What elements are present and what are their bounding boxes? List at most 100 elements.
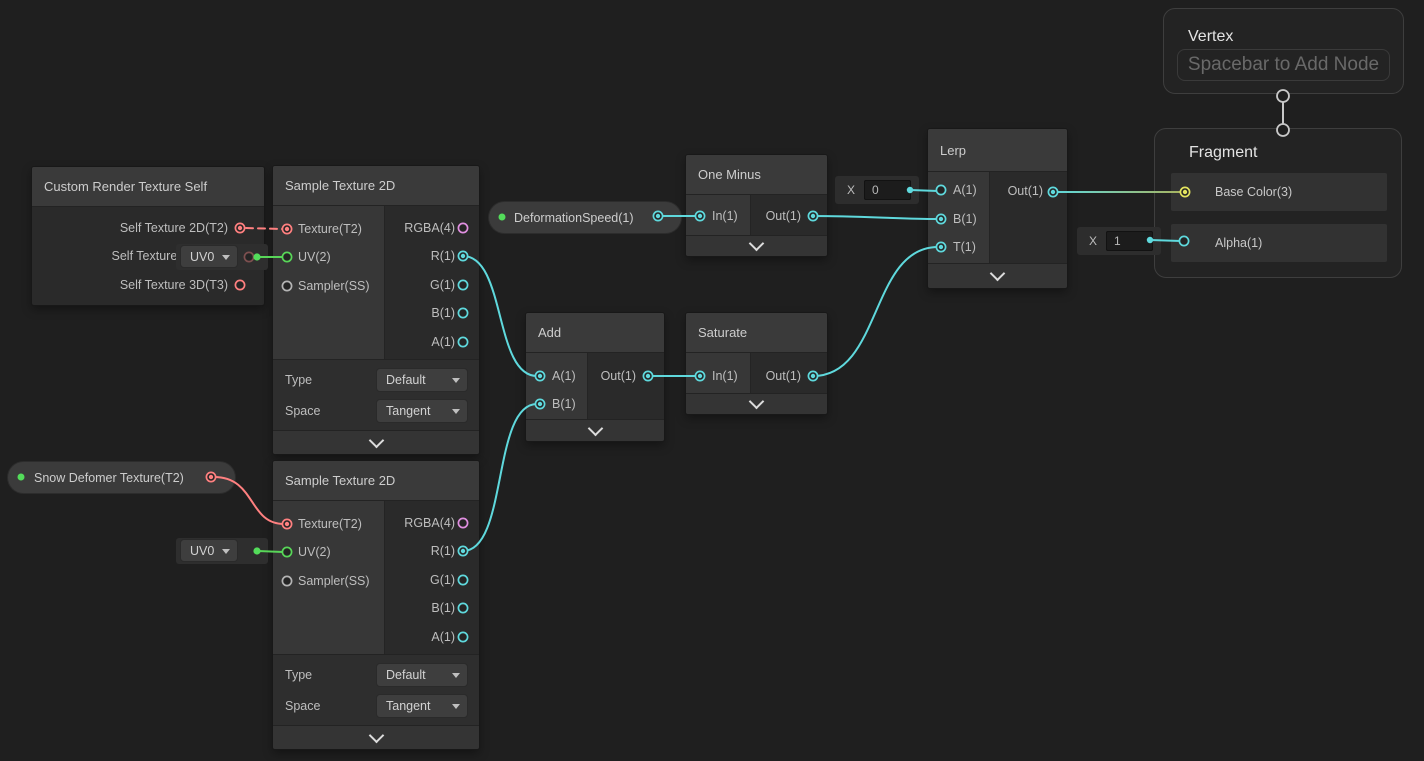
collapse-bar[interactable] [686,235,827,256]
port-label-r: R(1) [430,544,455,558]
node-title-label: Sample Texture 2D [285,178,396,193]
port-label-out: Out(1) [600,369,636,383]
node-title: Lerp [928,129,1067,172]
property-node-snow-deformer-texture[interactable]: Snow Defomer Texture(T2) [8,462,235,493]
port-label-alpha: Alpha(1) [1215,236,1263,250]
port-label-self-texture-3d: Self Texture 3D(T3) [119,278,228,292]
dropdown-arrow-icon [222,548,230,554]
type-dropdown[interactable]: Default [377,369,467,391]
node-title: Sample Texture 2D [273,461,479,501]
collapse-bar[interactable] [928,263,1067,288]
x-label: X [1089,234,1098,248]
node-add[interactable]: Add A(1) B(1) Out(1) [526,313,664,441]
node-title-label: Custom Render Texture Self [44,179,208,194]
property-node-deformation-speed[interactable]: DeformationSpeed(1) [489,202,681,233]
port-label-a: A(1) [953,183,977,197]
uv-channel-widget-top: UV0 [176,244,268,270]
collapse-bar[interactable] [273,725,479,749]
node-title: Saturate [686,313,827,353]
control-label-type: Type [285,668,313,682]
port-label-rgba: RGBA(4) [404,221,455,235]
x-label: X [847,183,856,197]
port-label-r: R(1) [430,249,455,263]
edge-oneminus-to-lerp-b[interactable] [812,215,939,220]
control-label-space: Space [285,699,321,713]
node-one-minus[interactable]: One Minus In(1) Out(1) [686,155,827,256]
dropdown-arrow-icon [452,378,460,383]
uv-channel-dropdown[interactable]: UV0 [181,540,237,561]
space-dropdown[interactable]: Tangent [377,695,467,717]
port-label-g: G(1) [430,573,455,587]
alpha-value-text: 1 [1114,234,1121,248]
node-custom-render-texture-self[interactable]: Custom Render Texture Self Self Texture … [32,167,264,305]
lerp-a-value-text: 0 [872,183,879,197]
uv-channel-dropdown[interactable]: UV0 [181,246,237,267]
property-label: Snow Defomer Texture(T2) [34,470,184,485]
vertex-context-title: Vertex [1188,28,1234,45]
node-sample-texture-2d-top[interactable]: Sample Texture 2D Texture(T2) UV(2) Samp… [273,166,479,454]
node-title-label: Saturate [698,325,748,340]
port-label-a: A(1) [431,630,455,644]
fragment-context-block[interactable]: Fragment Base Color(3) Alpha(1) [1154,128,1402,278]
edge-saturate-to-lerp-t[interactable] [812,246,939,377]
space-dropdown[interactable]: Tangent [377,400,467,422]
node-title: Sample Texture 2D [273,166,479,206]
collapse-bar[interactable] [526,419,664,441]
port-label-out: Out(1) [1007,184,1043,198]
alpha-default-value: X 1 [1077,227,1161,255]
port-label-b: B(1) [953,212,977,226]
space-dropdown-value: Tangent [386,404,431,418]
property-label: DeformationSpeed(1) [514,210,634,225]
collapse-chevron-icon[interactable] [748,235,765,252]
type-dropdown-value: Default [386,668,426,682]
node-sample-texture-2d-bottom[interactable]: Sample Texture 2D Texture(T2) UV(2) Samp… [273,461,479,749]
input-column [686,353,751,394]
type-dropdown-value: Default [386,373,426,387]
uv-channel-value: UV0 [190,249,215,264]
port-label-b: B(1) [431,306,455,320]
fragment-port-base-color[interactable]: Base Color(3) [1171,173,1387,211]
dropdown-arrow-icon [452,704,460,709]
port-label-b: B(1) [552,397,576,411]
fragment-port-alpha[interactable]: Alpha(1) [1171,224,1387,262]
collapse-chevron-icon[interactable] [748,393,765,410]
node-title-label: Add [538,325,562,340]
node-title-label: One Minus [698,167,761,182]
lerp-a-value-input[interactable]: 0 [864,180,912,200]
uv-channel-widget-bottom: UV0 [176,538,268,564]
port-label-in: In(1) [712,209,738,223]
collapse-chevron-icon[interactable] [587,420,603,436]
uv-channel-value: UV0 [190,543,215,558]
type-dropdown[interactable]: Default [377,664,467,686]
collapse-bar[interactable] [273,430,479,454]
dropdown-arrow-icon [452,409,460,414]
port-label-sampler: Sampler(SS) [298,279,370,293]
node-title-label: Lerp [940,142,967,158]
collapse-chevron-icon[interactable] [368,727,384,743]
node-title-label: Sample Texture 2D [285,473,396,488]
port-label-rgba: RGBA(4) [404,516,455,530]
port-label-sampler: Sampler(SS) [298,574,370,588]
node-title: Custom Render Texture Self [32,167,264,207]
port-label-texture: Texture(T2) [298,222,362,236]
port-label-uv: UV(2) [298,250,331,264]
port-label-texture: Texture(T2) [298,517,362,531]
node-title: One Minus [686,155,827,195]
collapse-bar[interactable] [686,393,827,414]
port-label-in: In(1) [712,369,738,383]
vertex-context-block[interactable]: Vertex Spacebar to Add Node [1163,8,1404,94]
alpha-value-input[interactable]: 1 [1106,231,1154,251]
port-label-out: Out(1) [765,369,801,383]
node-saturate[interactable]: Saturate In(1) Out(1) [686,313,827,414]
add-node-placeholder[interactable]: Spacebar to Add Node [1177,49,1390,81]
node-title: Add [526,313,664,353]
fragment-context-title: Fragment [1189,144,1258,161]
collapse-chevron-icon[interactable] [368,432,384,448]
port-label-uv: UV(2) [298,545,331,559]
dropdown-arrow-icon [222,254,230,260]
port-label-a: A(1) [431,335,455,349]
node-lerp[interactable]: Lerp A(1) B(1) T(1) Out(1) [928,129,1067,288]
collapse-chevron-icon[interactable] [989,265,1006,282]
port-label-b: B(1) [431,601,455,615]
